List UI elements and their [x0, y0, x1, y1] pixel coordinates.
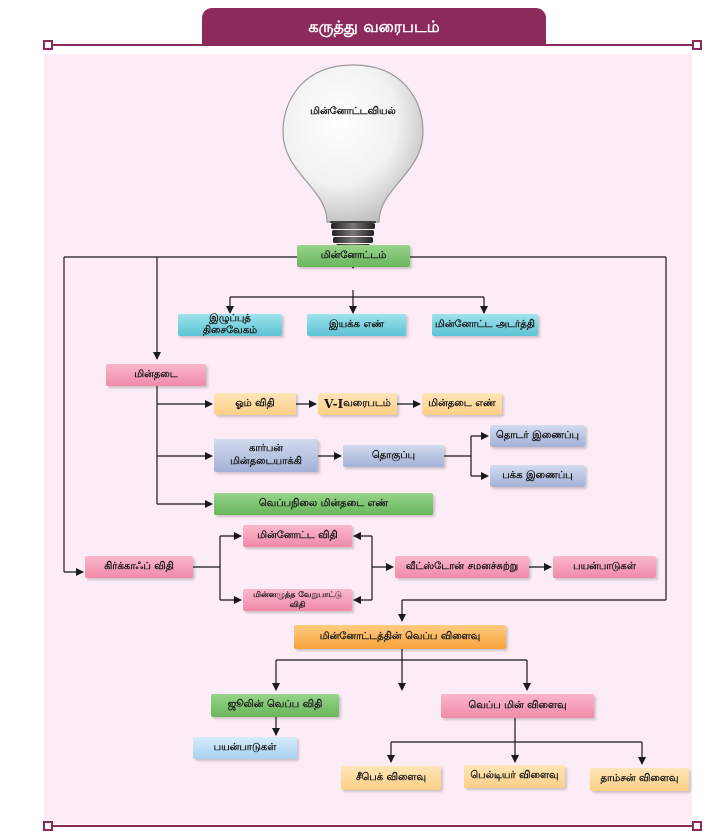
corner-top-left [43, 40, 53, 50]
node-peltier: பெல்டியர் விளைவு [464, 765, 565, 788]
node-applications-1: பயன்பாடுகள் [553, 556, 656, 578]
node-resistance: மின்தடை [106, 364, 206, 386]
node-combination: தொகுப்பு [343, 445, 444, 467]
node-drift-velocity: இழுப்புத் திசைவேகம் [178, 313, 282, 336]
node-ohms-law: ஓம் விதி [214, 393, 296, 415]
node-seebeck: சீபெக் விளைவு [341, 766, 441, 790]
node-thermoelectric: வெப்ப மின் விளைவு [441, 694, 594, 718]
node-voltage-law: மின்னழுத்த வேறுபாட்டு விதி [243, 589, 352, 611]
node-kirchhoff: கிர்க்காஃப் விதி [85, 556, 193, 578]
node-vi-graph: V-I வரைபடம் [318, 393, 397, 415]
node-wheatstone: வீட்ஸ்டோன் சமனச்சுற்று [395, 556, 529, 578]
node-current: மின்னோட்டம் [297, 245, 410, 267]
corner-bottom-right [692, 821, 702, 831]
corner-bottom-left [43, 821, 53, 831]
vi-graph-text: வரைபடம் [343, 397, 391, 409]
vi-graph-symbol: V-I [324, 396, 344, 411]
node-carbon-resistor: கார்பன் மின்தடையாக்கி [214, 439, 318, 472]
bulb-label: மின்னோட்டவியல் [310, 106, 396, 117]
bottom-border [50, 825, 696, 827]
node-mobility: இயக்க எண் [307, 314, 406, 336]
node-current-density: மின்னோட்ட அடர்த்தி [432, 314, 538, 336]
node-thomson: தாம்சன் விளைவு [590, 768, 689, 791]
page-title: கருத்து வரைபடம் [202, 8, 546, 46]
node-parallel: பக்க இணைப்பு [490, 465, 585, 487]
node-current-law: மின்னோட்ட விதி [243, 525, 352, 547]
node-applications-2: பயன்பாடுகள் [193, 737, 297, 759]
node-joule-law: ஜூலின் வெப்ப விதி [211, 694, 339, 717]
node-heating-effect: மின்னோட்டத்தின் வெப்ப விளைவு [294, 625, 506, 649]
node-temp-coefficient: வெப்பநிலை மின்தடை எண் [214, 493, 433, 515]
node-resistivity: மின்தடை எண் [422, 393, 502, 415]
corner-top-right [692, 40, 702, 50]
node-series: தொடர் இணைப்பு [490, 425, 585, 447]
